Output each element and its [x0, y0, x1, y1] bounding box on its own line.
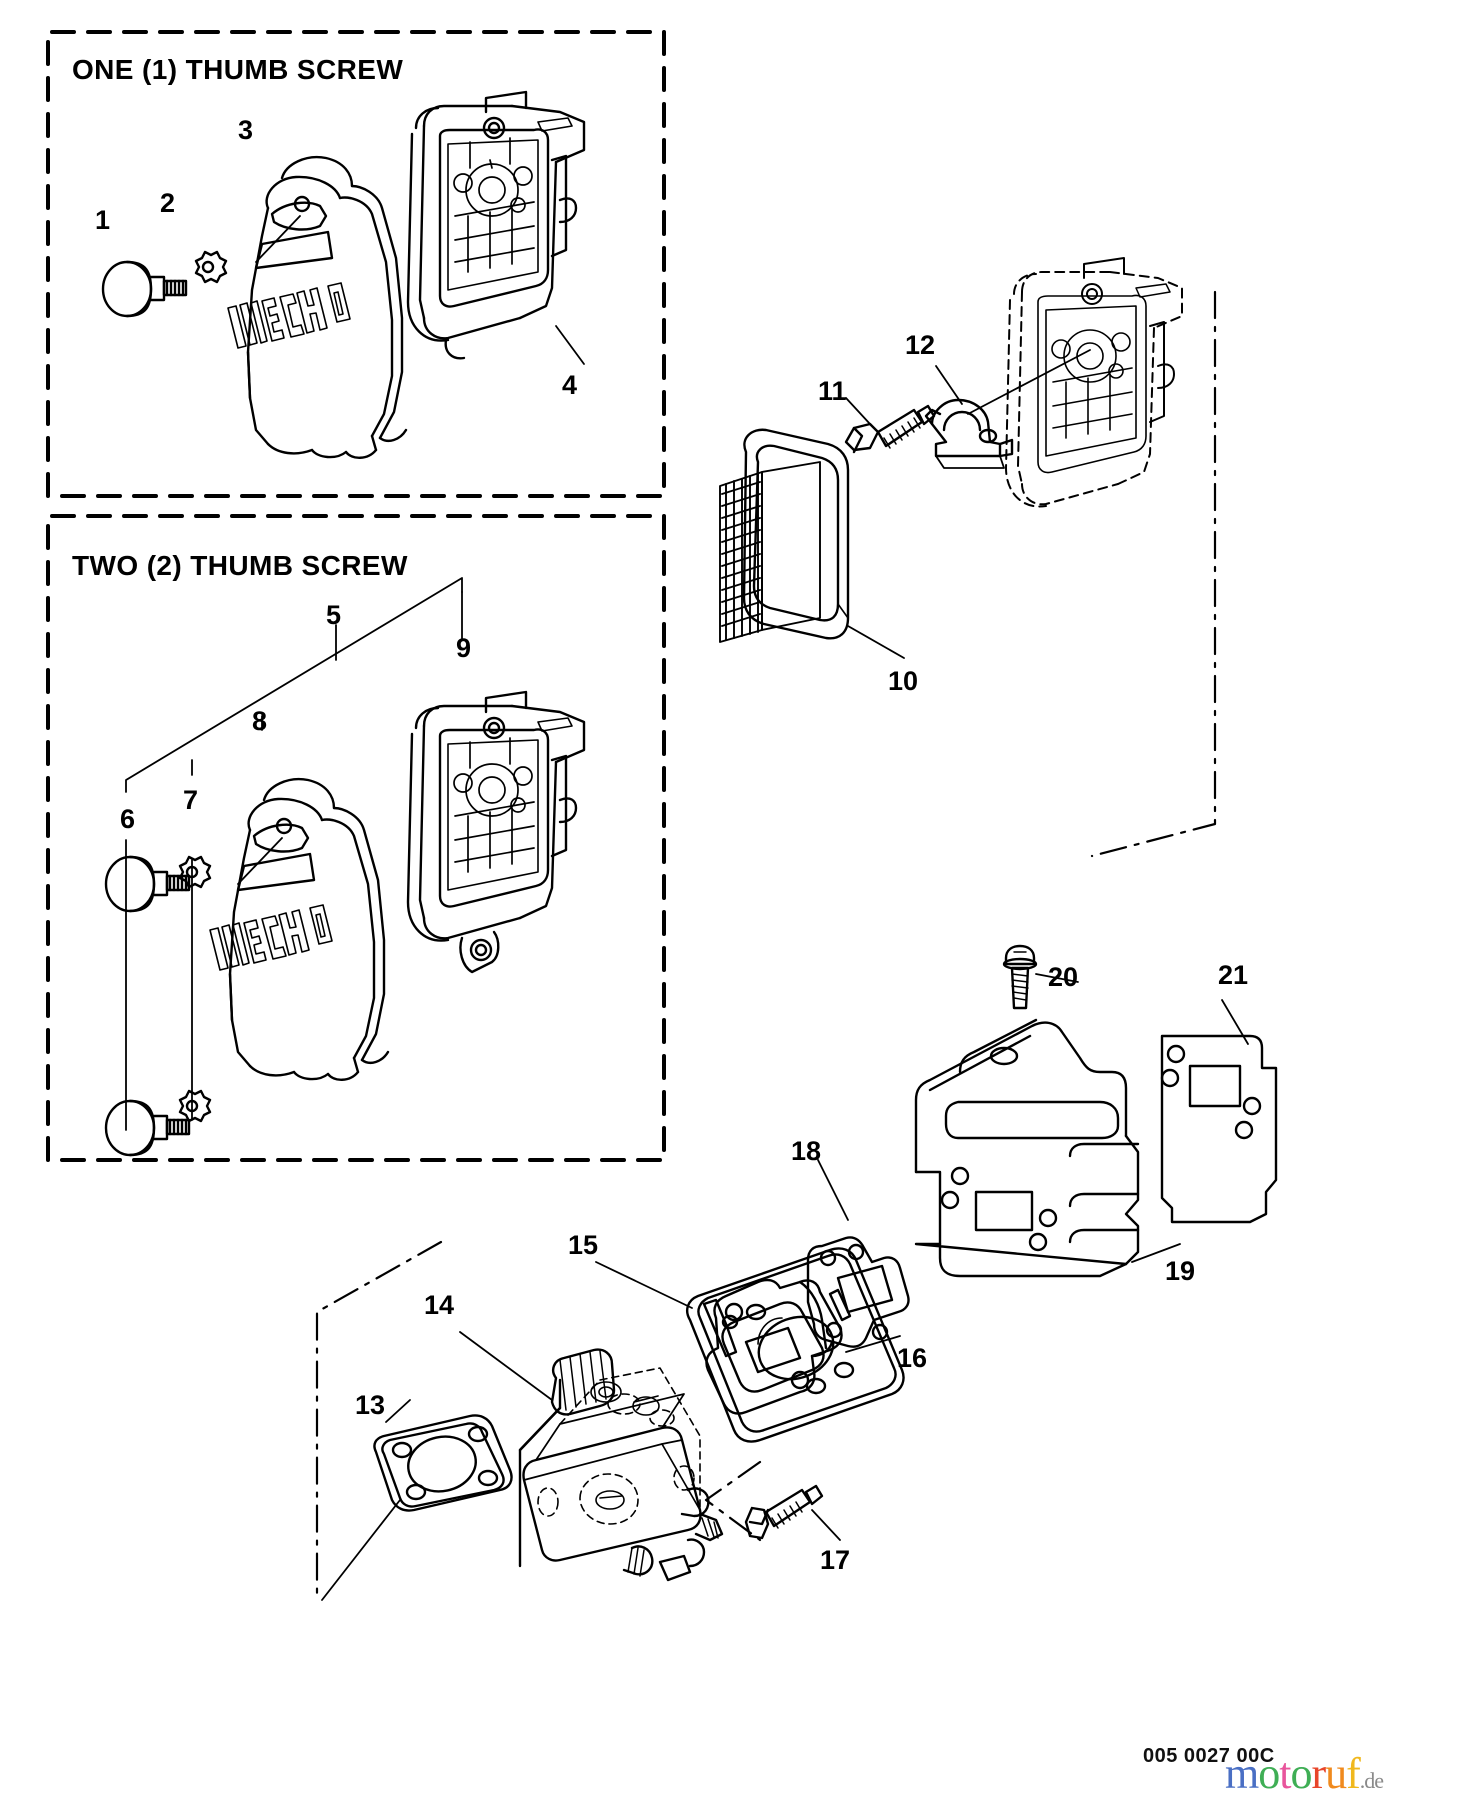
callout-11: 11: [818, 376, 847, 406]
callout-9: 9: [456, 633, 472, 663]
part-20-pan-head-screw: [1002, 944, 1079, 1010]
assembly-leader-bottom: [315, 1240, 762, 1602]
ghost-case-interior: [1037, 294, 1147, 474]
part-7-star-washer-upper: [178, 855, 212, 889]
watermark-letter: o: [1258, 1749, 1280, 1798]
ghost-case-tab: [1081, 257, 1175, 423]
watermark-letter: r: [1311, 1749, 1326, 1798]
callout-18: 18: [791, 1136, 822, 1166]
callout-14: 14: [424, 1290, 455, 1320]
callout-6: 6: [120, 804, 136, 834]
part-13-carburetor-gasket: [321, 1399, 513, 1601]
part-10-air-filter-element: [719, 428, 905, 659]
part-8-air-cleaner-cover: [209, 777, 390, 1081]
part-11-hex-bolt: [844, 397, 936, 454]
part-7-star-washer-lower: [178, 1089, 212, 1123]
callout-15: 15: [568, 1230, 599, 1260]
part-19-heat-shield: [914, 1018, 1181, 1278]
callout-16: 16: [897, 1343, 928, 1373]
watermark-tld: .de: [1359, 1768, 1384, 1793]
callout-7: 7: [183, 785, 199, 815]
callout-12: 12: [905, 330, 936, 360]
callout-8: 8: [252, 706, 268, 736]
group-box-two: [46, 514, 666, 1162]
diagram-part-number: 005 0027 00C: [1143, 1745, 1275, 1767]
assembly-leader-right: [1090, 290, 1217, 858]
callout-3: 3: [238, 115, 254, 145]
watermark-letter: f: [1346, 1749, 1361, 1798]
callout-10: 10: [888, 666, 919, 696]
group-title-two-thumb-screw: TWO (2) THUMB SCREW: [72, 550, 408, 581]
part-1-thumb-screw: [101, 260, 188, 318]
motoruf-watermark: motoruf.de: [1225, 1749, 1384, 1798]
watermark-letter: u: [1325, 1749, 1347, 1798]
part-17-hex-bolt: [744, 1484, 841, 1541]
watermark-letters: motoruf: [1225, 1749, 1361, 1798]
callout-2: 2: [160, 188, 176, 218]
watermark-letter: o: [1290, 1749, 1312, 1798]
part-12-filter-clamp: [924, 365, 1014, 469]
watermark-letter: t: [1279, 1749, 1291, 1798]
callout-5: 5: [326, 600, 342, 630]
group-box-one: [46, 30, 666, 498]
ghost-air-cleaner-case: [1005, 271, 1183, 508]
group-title-one-thumb-screw: ONE (1) THUMB SCREW: [72, 54, 404, 85]
callout-17: 17: [820, 1545, 851, 1575]
part-4-air-cleaner-case: [406, 90, 586, 365]
part-2-star-washer: [194, 250, 228, 284]
part-3-air-cleaner-cover: [227, 155, 408, 459]
part-6-thumb-screw-lower: [104, 1099, 191, 1157]
part-15-insulator-plate: [595, 1247, 905, 1443]
part-9-air-cleaner-case: [406, 690, 586, 974]
watermark-letter: m: [1225, 1749, 1259, 1798]
group-2-callout-bracket: [125, 577, 463, 1131]
callout-21: 21: [1218, 960, 1249, 990]
callout-1: 1: [95, 205, 111, 235]
callout-13: 13: [355, 1390, 386, 1420]
part-21-heat-shield-gasket: [1160, 999, 1278, 1224]
callout-20: 20: [1048, 962, 1079, 992]
callout-19: 19: [1165, 1256, 1196, 1286]
callout-4: 4: [562, 370, 578, 400]
part-6-thumb-screw-upper: [104, 855, 191, 913]
part-14-carburetor: [459, 1331, 724, 1582]
